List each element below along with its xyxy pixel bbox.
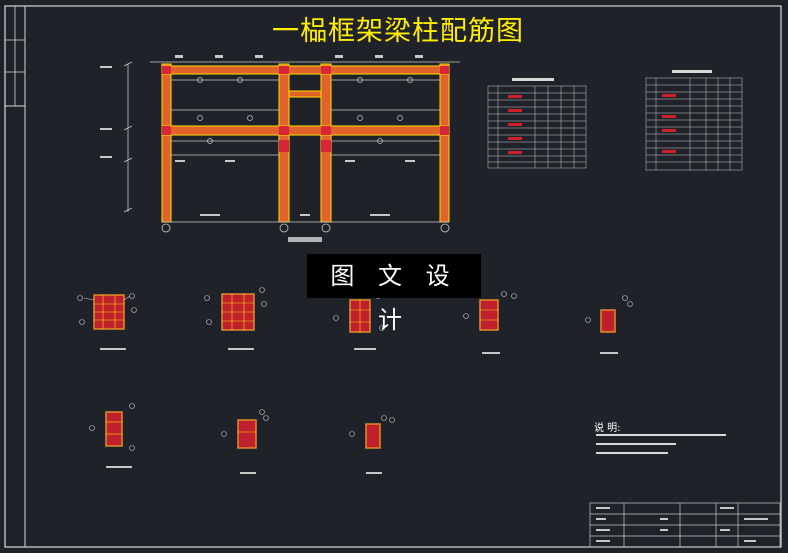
rebar-table-1-title (512, 78, 554, 81)
floor-beam (161, 125, 450, 136)
beam-column-joints (162, 66, 449, 152)
elevation-caption-bar (288, 237, 322, 242)
notes-heading: 说 明: (594, 423, 621, 434)
rebar-table-2-marks (662, 94, 676, 153)
title-block (589, 502, 781, 548)
elevation-labels (175, 55, 423, 216)
section-detail-6 (89, 403, 135, 468)
rebar-table-2-title (672, 70, 712, 73)
rebar-table-1 (487, 85, 587, 169)
column-axis-12 (439, 63, 450, 223)
section-detail-1 (77, 293, 137, 350)
elevation-dimension-line (123, 61, 133, 213)
rebar-table-2 (645, 77, 743, 171)
design-notes-lines (596, 434, 726, 454)
column-axis-9 (161, 63, 172, 223)
section-detail-4 (463, 291, 517, 354)
rebar-table-1-marks (508, 95, 522, 154)
section-detail-5 (585, 295, 633, 354)
section-detail-7 (221, 409, 269, 474)
drawing-outer-frame (4, 5, 782, 548)
elevation-marks (100, 66, 112, 158)
watermark-banner: 图 文 设 计 (307, 254, 481, 334)
drawing-title: 一榀框架梁柱配筋图 (272, 16, 524, 47)
binding-strip (4, 5, 26, 547)
link-beam-upper (288, 90, 322, 98)
beam-rebar-lines (150, 61, 460, 223)
title-block-text (596, 507, 768, 542)
frame-elevation (100, 55, 460, 242)
roof-beam (161, 65, 450, 75)
section-detail-2 (204, 287, 267, 350)
rebar-leader-marks (197, 77, 413, 144)
section-detail-8 (349, 415, 395, 474)
grid-axis-bubbles (161, 223, 450, 233)
